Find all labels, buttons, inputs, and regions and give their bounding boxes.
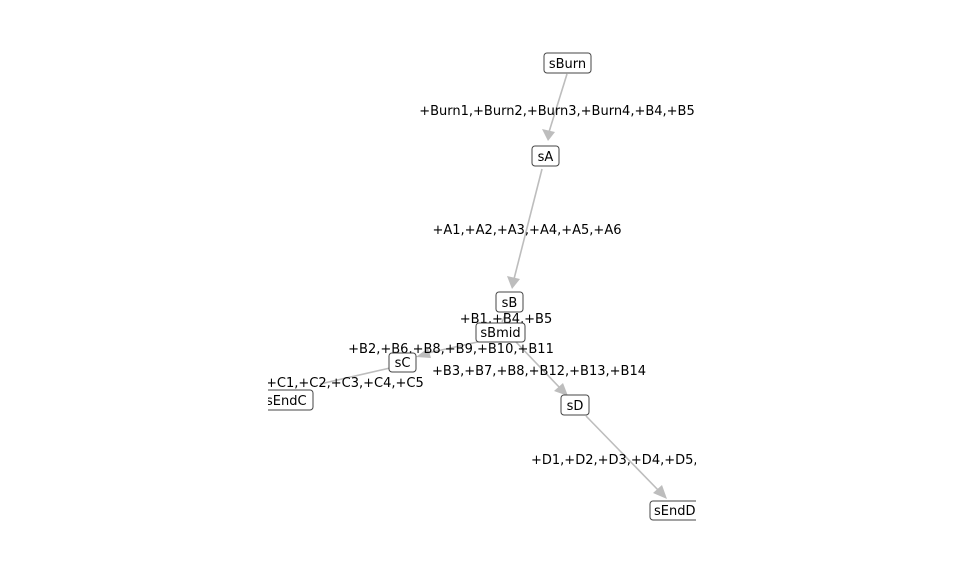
node-sB: sB <box>495 291 524 313</box>
node-sA: sA <box>531 145 560 167</box>
node-sC: sC <box>388 352 417 373</box>
arrowhead <box>653 485 667 499</box>
arrowhead <box>416 348 431 358</box>
edge-sBurn-sA <box>542 73 568 141</box>
edge-label-sBurn-sA: +Burn1,+Burn2,+Burn3,+Burn4,+B4,+B5 <box>419 104 695 119</box>
edge-sC-sEndC <box>319 367 391 385</box>
edge-label-sBmid-sD: +B3,+B7,+B8,+B12,+B13,+B14 <box>432 364 646 379</box>
edge-sBmid-sC <box>416 340 483 358</box>
node-label-sD: sD <box>567 399 584 414</box>
node-label-sBurn: sBurn <box>549 57 586 72</box>
node-sBurn: sBurn <box>543 52 592 74</box>
node-label-sEndC: sEndC <box>266 394 307 409</box>
edge-sA-sB <box>507 168 543 289</box>
node-label-sA: sA <box>538 150 554 165</box>
arrowhead <box>554 383 568 396</box>
node-sBmid: sBmid <box>475 322 526 343</box>
edge-label-sC-sEndC: +C1,+C2,+C3,+C4,+C5 <box>266 376 424 391</box>
node-label-sEndD: sEndD <box>654 504 696 519</box>
diagram-plot-area: +Burn1,+Burn2,+Burn3,+Burn4,+B4,+B5 +A1,… <box>266 52 708 521</box>
node-sD: sD <box>560 394 590 416</box>
node-sEndC: sEndC <box>266 389 314 411</box>
arrowhead <box>542 129 555 141</box>
edge-sB-sBmid <box>501 312 507 323</box>
node-label-sB: sB <box>502 296 518 311</box>
node-sEndD: sEndD <box>649 500 696 521</box>
edge-label-sA-sB: +A1,+A2,+A3,+A4,+A5,+A6 <box>432 223 621 238</box>
arrowhead <box>507 276 520 289</box>
edge-label-sD-sEndD: +D1,+D2,+D3,+D4,+D5,+ <box>531 453 708 468</box>
edge-sD-sEndD <box>585 415 667 499</box>
edge-sBmid-sD <box>515 341 568 396</box>
node-label-sC: sC <box>395 356 411 371</box>
edge-label-sBmid-sC: +B2,+B6,+B8,+B9,+B10,+B11 <box>348 342 554 357</box>
node-label-sBmid: sBmid <box>480 326 520 341</box>
